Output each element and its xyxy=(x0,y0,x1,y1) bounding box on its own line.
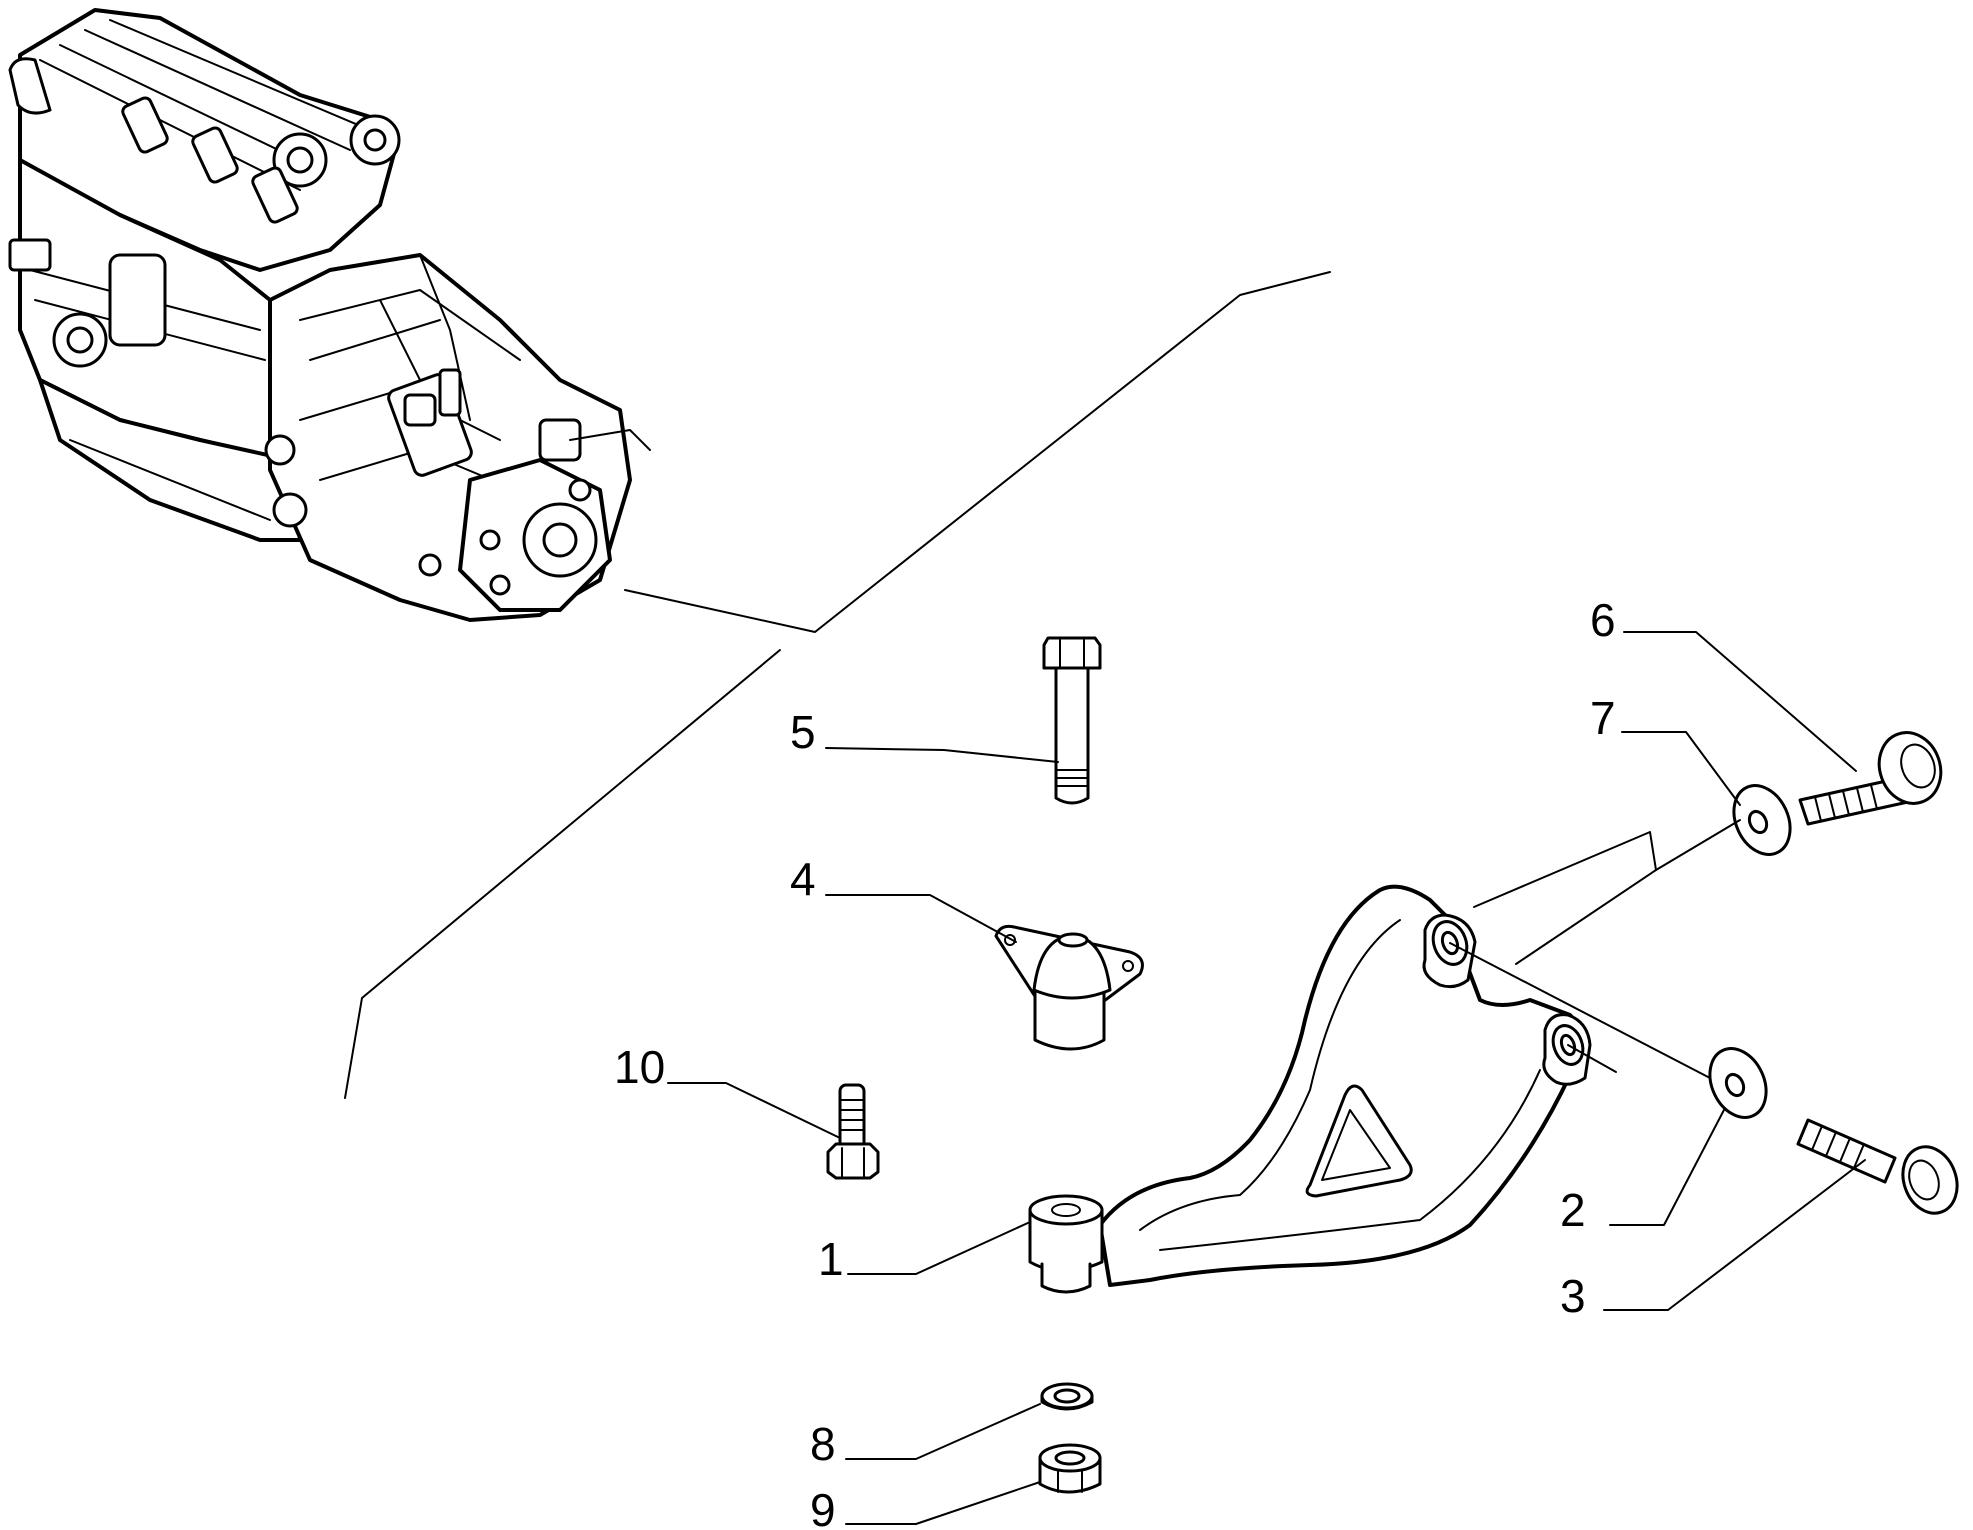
part-6-bolt xyxy=(1798,731,1943,826)
callout-4: 4 xyxy=(790,853,816,905)
callout-10: 10 xyxy=(614,1041,665,1093)
callout-2: 2 xyxy=(1560,1184,1586,1236)
callout-7: 7 xyxy=(1590,692,1616,744)
part-7-washer xyxy=(1732,784,1792,856)
callout-3: 3 xyxy=(1560,1270,1586,1322)
leader-lines xyxy=(667,631,1866,1525)
part-3-bolt xyxy=(1796,1118,1959,1215)
engine-gearbox-assembly-drawing xyxy=(8,8,651,622)
part-8-flat-washer xyxy=(1040,1382,1094,1411)
part-2-washer xyxy=(1708,1047,1768,1119)
part-1-suspension-arm xyxy=(1028,884,1592,1294)
callout-8: 8 xyxy=(810,1418,836,1470)
callout-9: 9 xyxy=(810,1484,836,1530)
callout-labels: 5 4 10 1 6 7 2 3 8 9 xyxy=(614,594,1616,1530)
callout-1: 1 xyxy=(818,1233,844,1285)
part-10-small-bolt xyxy=(826,1083,880,1180)
callout-5: 5 xyxy=(790,706,816,758)
callout-6: 6 xyxy=(1590,594,1616,646)
part-5-long-bolt xyxy=(1042,636,1102,805)
section-divider-lines xyxy=(344,271,1331,1099)
part-9-nut xyxy=(1038,1443,1102,1494)
part-4-ball-joint-mount xyxy=(994,924,1144,1051)
